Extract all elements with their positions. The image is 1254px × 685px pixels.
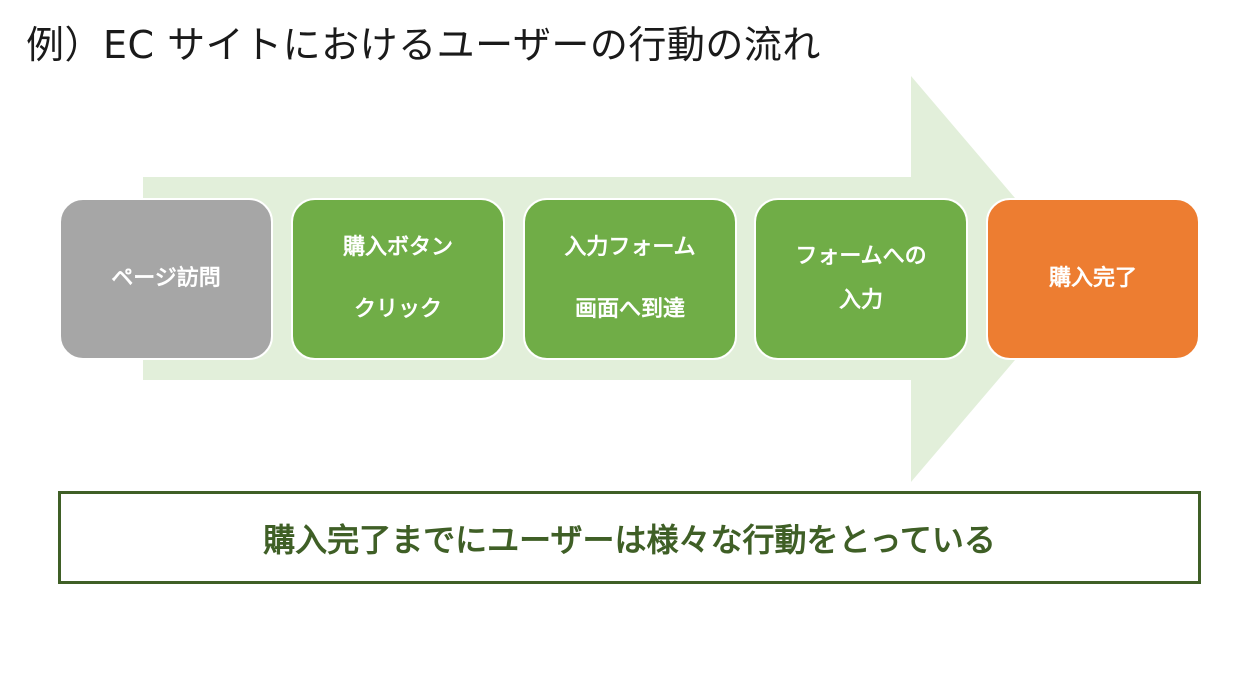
step-label: 入力フォーム: [564, 235, 696, 260]
step-label: クリック: [353, 297, 442, 322]
step-label: 入力: [838, 288, 883, 313]
step-form-input: フォームへの 入力: [754, 198, 968, 360]
step-purchase-button-click: 購入ボタン クリック: [291, 198, 505, 360]
step-label: 購入完了: [1048, 266, 1137, 291]
step-reach-input-form: 入力フォーム 画面へ到達: [523, 198, 737, 360]
summary-text: 購入完了までにユーザーは様々な行動をとっている: [263, 520, 996, 559]
summary-box: 購入完了までにユーザーは様々な行動をとっている: [58, 491, 1201, 584]
step-purchase-complete: 購入完了: [986, 198, 1200, 360]
page-title: 例）EC サイトにおけるユーザーの行動の流れ: [26, 23, 821, 67]
step-label: 購入ボタン: [342, 235, 453, 260]
step-label: フォームへの: [795, 244, 927, 269]
step-page-visit: ページ訪問: [59, 198, 273, 360]
step-label: 画面へ到達: [574, 297, 685, 322]
step-label: ページ訪問: [111, 266, 221, 291]
